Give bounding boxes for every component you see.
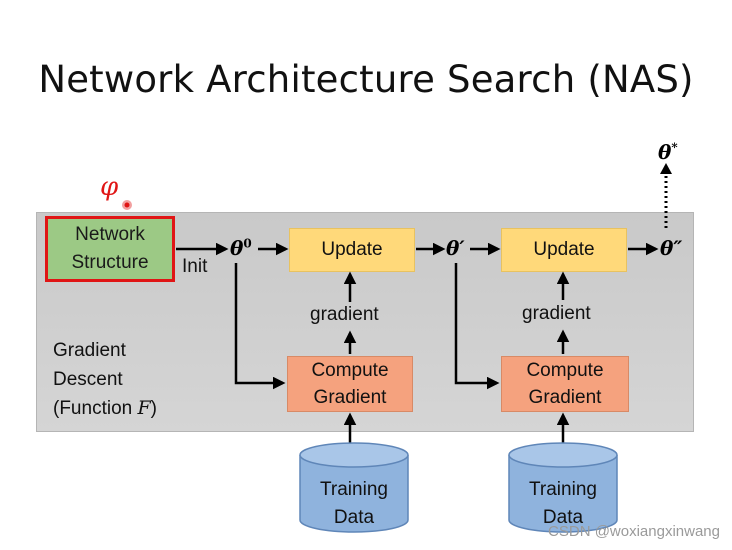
pointer-dot <box>122 200 132 210</box>
theta-star: θ* <box>658 140 678 164</box>
training-data-cylinder-1 <box>299 442 409 533</box>
init-label: Init <box>182 256 208 277</box>
arrow-theta0-compute <box>234 263 286 390</box>
theta-0: θ0 <box>230 236 252 260</box>
network-structure-line1: Network <box>75 224 145 245</box>
network-structure-line2: Structure <box>71 252 149 273</box>
training-data-cylinder-2 <box>508 442 618 533</box>
page-title: Network Architecture Search (NAS) <box>38 58 694 101</box>
gradient-descent-label: Gradient Descent (Function F) <box>53 340 157 419</box>
update-box-1: Update <box>289 228 415 272</box>
gradient-label-1: gradient <box>310 304 379 325</box>
theta-prime: θ′ <box>446 236 465 260</box>
gradient-label-2: gradient <box>522 303 591 324</box>
theta-double-prime: θ″ <box>660 236 683 260</box>
phi-symbol: φ <box>100 172 119 202</box>
network-structure-box: Network Structure <box>45 216 175 282</box>
watermark: CSDN @woxiangxinwang <box>548 523 720 540</box>
arrow-thetaprime-compute <box>454 263 500 390</box>
